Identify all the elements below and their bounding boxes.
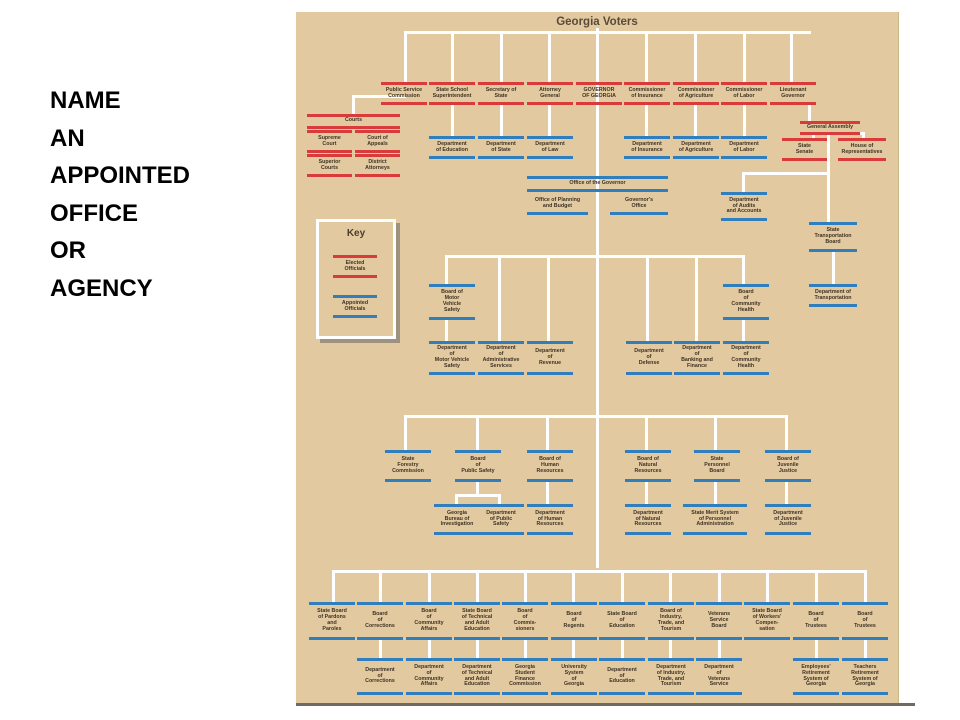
board-education-box: State Board of Education: [599, 602, 645, 640]
forestry-commission-box: State Forestry Commission: [385, 450, 431, 482]
dept-motor-vehicle-box: Department of Motor Vehicle Safety: [429, 341, 475, 375]
board-natural-resources-box: Board of Natural Resources: [625, 450, 671, 482]
dept-agriculture-box: Department of Agriculture: [673, 136, 719, 159]
house-of-representatives-box: House of Representatives: [838, 138, 886, 161]
bottom-strip: [296, 703, 915, 706]
superior-courts-box: Superior Courts: [307, 154, 352, 177]
dept-juvenile-justice-box: Department of Juvenile Justice: [765, 504, 811, 535]
board-industry-box: Board of Industry, Trade, and Tourism: [648, 602, 694, 640]
dept-veterans-box: Department of Veterans Service: [696, 658, 742, 695]
university-system-box: University System of Georgia: [551, 658, 597, 695]
commissioner-insurance-box: Commissioner of Insurance: [624, 82, 670, 105]
dept-corrections-box: Department of Corrections: [357, 658, 403, 695]
board-human-resources-box: Board of Human Resources: [527, 450, 573, 482]
employees-retirement-box: Employees' Retirement System of Georgia: [793, 658, 839, 695]
question-line: AGENCY: [50, 274, 153, 302]
board-trustees-1-box: Board of Trustees: [793, 602, 839, 640]
district-attorneys-box: District Attorneys: [355, 154, 400, 177]
dept-defense-box: Department of Defense: [626, 341, 672, 375]
transportation-board-box: State Transportation Board: [809, 222, 857, 252]
question-line: AN: [50, 124, 85, 152]
board-workers-comp-box: State Board of Workers' Compen- sation: [744, 602, 790, 640]
dept-admin-services-box: Department of Administrative Services: [478, 341, 524, 375]
legend-title: Key: [346, 228, 366, 239]
dept-community-health-box: Department of Community Health: [723, 341, 769, 375]
dept-community-affairs-box: Department of Community Affairs: [406, 658, 452, 695]
board-regents-box: Board of Regents: [551, 602, 597, 640]
legend-elected: Elected Officials: [333, 255, 377, 278]
board-public-safety-box: Board of Public Safety: [455, 450, 501, 482]
question-line: APPOINTED: [50, 162, 191, 190]
dept-state-box: Department of State: [478, 136, 524, 159]
board-motor-vehicle-box: Board of Motor Vehicle Safety: [429, 284, 475, 320]
veterans-service-board-box: Veterans Service Board: [696, 602, 742, 640]
commissioner-labor-box: Commissioner of Labor: [721, 82, 767, 105]
governors-office-box: Governor's Office: [610, 192, 668, 215]
student-finance-box: Georgia Student Finance Commission: [502, 658, 548, 695]
board-technical-box: State Board of Technical and Adult Educa…: [454, 602, 500, 640]
dept-transportation-box: Department of Transportation: [809, 284, 857, 307]
board-community-affairs-box: Board of Community Affairs: [406, 602, 452, 640]
lieutenant-governor-box: Lieutenant Governor: [770, 82, 816, 105]
dept-banking-box: Department of Banking and Finance: [674, 341, 720, 375]
commissioner-agriculture-box: Commissioner of Agriculture: [673, 82, 719, 105]
courts-header: Courts: [344, 117, 363, 123]
board-trustees-2-box: Board of Trustees: [842, 602, 888, 640]
dept-natural-resources-box: Department of Natural Resources: [625, 504, 671, 535]
dept-education-box: Department of Education: [429, 136, 475, 159]
state-senate-box: State Senate: [782, 138, 827, 161]
question-line: NAME: [50, 87, 121, 114]
question-text: NAME AN APPOINTED OFFICE OR AGENCY: [50, 82, 190, 308]
board-juvenile-justice-box: Board of Juvenile Justice: [765, 450, 811, 482]
dept-law-box: Department of Law: [527, 136, 573, 159]
general-assembly-header: General Assembly: [806, 124, 854, 130]
question-line: OR: [50, 237, 86, 265]
panel-edge: [898, 12, 899, 706]
dept-technical-box: Department of Technical and Adult Educat…: [454, 658, 500, 695]
pardons-paroles-box: State Board of Pardons and Paroles: [309, 602, 355, 640]
secretary-of-state-box: Secretary of State: [478, 82, 524, 105]
legend-appointed: Appointed Officials: [333, 295, 377, 318]
dept-education-bottom-box: Department of Education: [599, 658, 645, 695]
governor-box: GOVERNOR OF GEORGIA: [576, 82, 622, 105]
board-community-health-box: Board of Community Health: [723, 284, 769, 320]
public-service-commission-box: Public Service Commission: [381, 82, 427, 105]
merit-system-box: State Merit System of Personnel Administ…: [683, 504, 747, 535]
chart-title: Georgia Voters: [556, 16, 638, 28]
dept-public-safety-box: Department of Public Safety: [478, 504, 524, 535]
board-corrections-box: Board of Corrections: [357, 602, 403, 640]
attorney-general-box: Attorney General: [527, 82, 573, 105]
supreme-court-box: Supreme Court: [307, 130, 352, 153]
dept-industry-box: Department of Industry, Trade, and Touri…: [648, 658, 694, 695]
gbi-box: Georgia Bureau of Investigation: [434, 504, 480, 535]
teachers-retirement-box: Teachers Retirement System of Georgia: [842, 658, 888, 695]
dept-human-resources-box: Department of Human Resources: [527, 504, 573, 535]
dept-revenue-box: Department of Revenue: [527, 341, 573, 375]
dept-labor-box: Department of Labor: [721, 136, 767, 159]
board-commissioners-box: Board of Commis- sioners: [502, 602, 548, 640]
dept-insurance-box: Department of Insurance: [624, 136, 670, 159]
court-of-appeals-box: Court of Appeals: [355, 130, 400, 153]
planning-budget-box: Office of Planning and Budget: [527, 192, 588, 215]
state-school-superintendent-box: State School Superintendent: [429, 82, 475, 105]
legend-key: Key Elected Officials Appointed Official…: [316, 219, 396, 339]
audits-accounts-box: Department of Audits and Accounts: [721, 192, 767, 221]
question-line: OFFICE: [50, 199, 138, 227]
office-of-governor-header: Office of the Governor: [569, 180, 626, 186]
personnel-board-box: State Personnel Board: [694, 450, 740, 482]
